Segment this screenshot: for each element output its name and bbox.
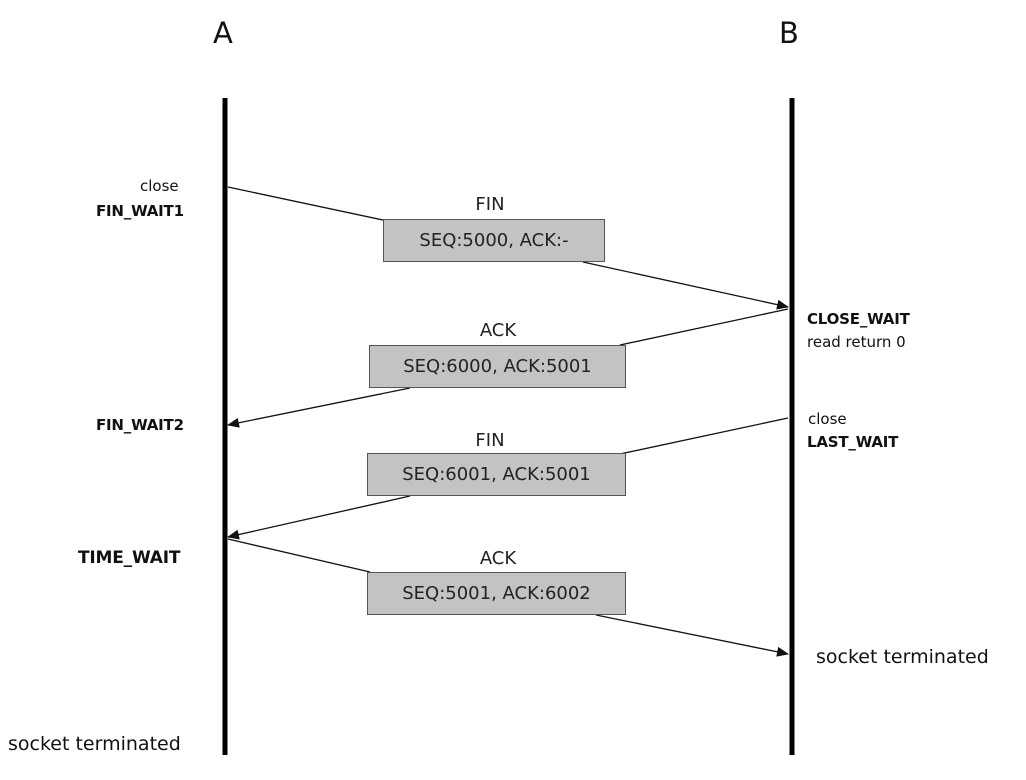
a-socket-terminated: socket terminated xyxy=(8,733,181,755)
a-close-label: close xyxy=(140,177,179,195)
message-3-box: SEQ:6001, ACK:5001 xyxy=(367,453,626,496)
b-state-close-wait: CLOSE_WAIT xyxy=(807,310,910,328)
arrow-fin-1-a xyxy=(227,186,384,221)
b-socket-terminated: socket terminated xyxy=(816,646,989,668)
message-3-name: FIN xyxy=(475,430,505,451)
message-2-box: SEQ:6000, ACK:5001 xyxy=(369,345,626,388)
message-2-detail: SEQ:6000, ACK:5001 xyxy=(403,356,592,377)
message-2-name: ACK xyxy=(479,320,517,341)
arrow-ack-2-a xyxy=(227,538,371,573)
arrow-fin-2-a xyxy=(619,417,789,455)
a-state-fin-wait1: FIN_WAIT1 xyxy=(96,202,184,220)
a-state-fin-wait2: FIN_WAIT2 xyxy=(96,416,184,434)
a-state-time-wait: TIME_WAIT xyxy=(78,548,181,568)
message-1-detail: SEQ:5000, ACK:- xyxy=(419,230,569,251)
message-1-name: FIN xyxy=(475,194,505,215)
b-read-return-label: read return 0 xyxy=(807,333,906,351)
host-a-label: A xyxy=(213,16,233,50)
message-4-detail: SEQ:5001, ACK:6002 xyxy=(402,583,591,604)
arrow-ack-1-a xyxy=(619,308,789,346)
message-4-name: ACK xyxy=(479,548,517,569)
b-close-label: close xyxy=(808,410,847,428)
arrow-fin-2-b xyxy=(227,495,411,540)
arrow-ack-2-b xyxy=(595,614,789,657)
host-b-label: B xyxy=(779,16,799,50)
message-3-detail: SEQ:6001, ACK:5001 xyxy=(402,464,591,485)
message-1-box: SEQ:5000, ACK:- xyxy=(383,219,605,262)
arrow-fin-1-b xyxy=(582,261,789,310)
arrow-ack-1-b xyxy=(227,387,411,428)
message-4-box: SEQ:5001, ACK:6002 xyxy=(367,572,626,615)
b-state-last-wait: LAST_WAIT xyxy=(807,433,899,451)
